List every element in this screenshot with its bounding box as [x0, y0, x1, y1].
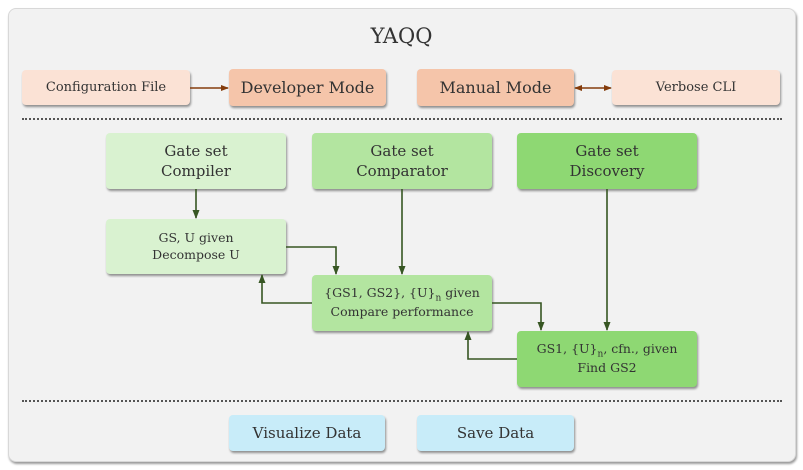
compiler-line2: Compiler	[161, 162, 231, 180]
find-task-box[interactable]: GS1, {U}n, cfn., given Find GS2	[517, 331, 697, 387]
find-line1-b: , cfn., given	[603, 340, 678, 356]
manual-mode-box[interactable]: Manual Mode	[417, 69, 574, 106]
compare-line1-a: {GS1, GS2}, {U}	[324, 284, 436, 300]
save-data-button[interactable]: Save Data	[417, 415, 574, 451]
compare-line1: {GS1, GS2}, {U}n given	[324, 285, 480, 305]
compare-line1-sub: n	[435, 293, 442, 304]
find-line1: GS1, {U}n, cfn., given	[537, 341, 678, 361]
discovery-line1: Gate set	[575, 141, 639, 160]
decompose-line2: Decompose U	[152, 246, 240, 262]
compiler-line1: Gate set	[164, 141, 228, 160]
visualize-data-button[interactable]: Visualize Data	[229, 415, 385, 451]
comparator-line1: Gate set	[370, 141, 434, 160]
gate-set-comparator-box[interactable]: Gate set Comparator	[312, 133, 492, 189]
comparator-line2: Comparator	[356, 162, 448, 180]
find-line1-a: GS1, {U}	[536, 340, 598, 356]
compare-line2: Compare performance	[330, 304, 474, 320]
find-line2: Find GS2	[577, 360, 637, 376]
gate-set-discovery-box[interactable]: Gate set Discovery	[517, 133, 697, 189]
compare-task-box[interactable]: {GS1, GS2}, {U}n given Compare performan…	[312, 275, 492, 331]
compare-line1-b: given	[441, 284, 480, 300]
divider-top	[22, 118, 782, 120]
verbose-cli-box[interactable]: Verbose CLI	[612, 70, 780, 105]
decompose-line1: GS, U given	[158, 229, 234, 245]
decompose-task-box[interactable]: GS, U given Decompose U	[106, 219, 286, 274]
discovery-line2: Discovery	[569, 162, 645, 180]
configuration-file-box[interactable]: Configuration File	[22, 70, 190, 105]
diagram-title: YAQQ	[370, 24, 433, 48]
developer-mode-box[interactable]: Developer Mode	[229, 69, 386, 106]
divider-bottom	[22, 400, 782, 402]
find-line1-sub: n	[597, 349, 604, 360]
gate-set-compiler-box[interactable]: Gate set Compiler	[106, 133, 286, 189]
